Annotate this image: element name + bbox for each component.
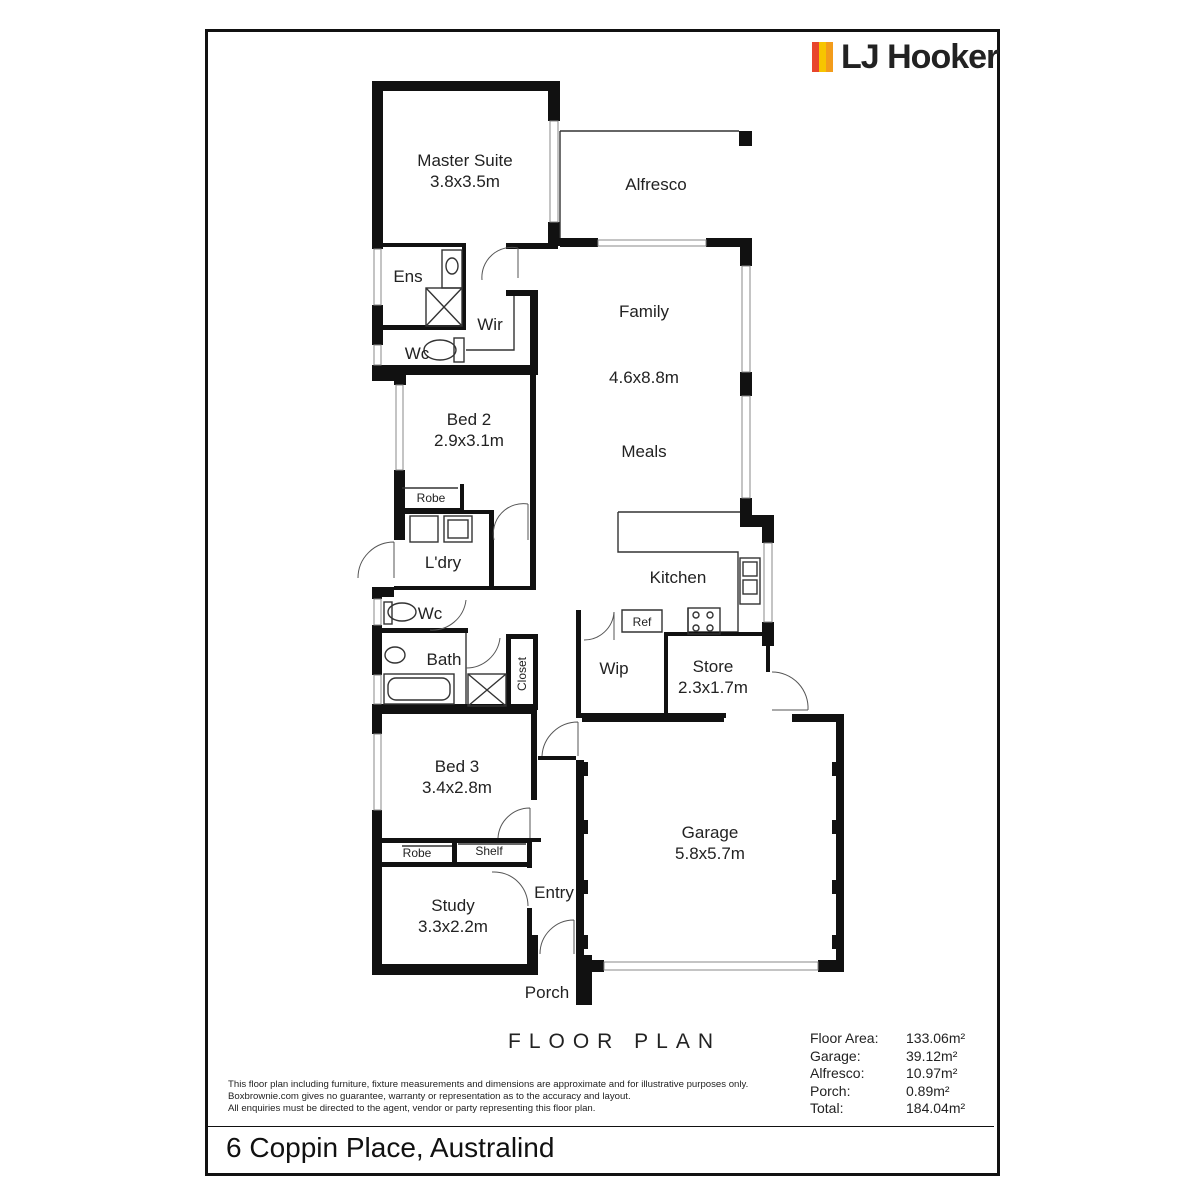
toilet-mid bbox=[387, 602, 417, 622]
bed2-label: Bed 2 bbox=[447, 410, 491, 429]
toilet-top bbox=[423, 339, 457, 361]
ref-label: Ref bbox=[633, 615, 652, 629]
washer bbox=[409, 515, 439, 543]
area-label: Alfresco: bbox=[810, 1065, 865, 1081]
bed3-size: 3.4x2.8m bbox=[422, 778, 492, 797]
laundry-label: L'dry bbox=[425, 553, 462, 572]
room-labels: Master Suite 3.8x3.5m Alfresco Ens Wir W… bbox=[393, 151, 748, 1002]
wc-mid-label: Wc bbox=[418, 604, 443, 623]
area-value: 133.06m² bbox=[906, 1030, 966, 1046]
disclaimer-line: Boxbrownie.com gives no guarantee, warra… bbox=[228, 1091, 631, 1102]
page-frame bbox=[205, 29, 1000, 1176]
bathtub bbox=[383, 673, 455, 705]
plan-title: FLOOR PLAN bbox=[508, 1030, 722, 1053]
shelf-label: Shelf bbox=[475, 844, 503, 858]
logo-bar-red bbox=[812, 42, 819, 72]
area-value: 10.97m² bbox=[906, 1065, 958, 1081]
robe-bottom-label: Robe bbox=[403, 846, 432, 860]
area-label: Total: bbox=[810, 1100, 844, 1116]
fixtures bbox=[383, 249, 761, 847]
wc-top-label: Wc bbox=[405, 344, 430, 363]
basin-bath bbox=[384, 646, 406, 664]
store-label: Store bbox=[693, 657, 734, 676]
area-label: Floor Area: bbox=[810, 1030, 879, 1046]
cooktop bbox=[687, 607, 721, 635]
bath-label: Bath bbox=[427, 650, 462, 669]
wip-label: Wip bbox=[599, 659, 628, 678]
closet-label: Closet bbox=[515, 656, 529, 691]
brand-logo: LJ Hooker bbox=[812, 37, 999, 76]
porch-label: Porch bbox=[525, 983, 569, 1002]
area-value: 184.04m² bbox=[906, 1100, 966, 1116]
meals-label: Meals bbox=[621, 442, 666, 461]
entry-label: Entry bbox=[534, 883, 574, 902]
area-row-porch: Porch: 0.89m² bbox=[810, 1083, 986, 1101]
store-size: 2.3x1.7m bbox=[678, 678, 748, 697]
area-value: 0.89m² bbox=[906, 1082, 950, 1099]
area-label: Garage: bbox=[810, 1047, 861, 1064]
family-label: Family bbox=[619, 302, 670, 321]
shower-ens bbox=[425, 287, 463, 327]
wir-label: Wir bbox=[477, 315, 503, 334]
bed3-label: Bed 3 bbox=[435, 757, 479, 776]
garage-size: 5.8x5.7m bbox=[675, 844, 745, 863]
master-suite-size: 3.8x3.5m bbox=[430, 172, 500, 191]
logo-bar-yellow bbox=[819, 42, 826, 72]
bed2-size: 2.9x3.1m bbox=[434, 431, 504, 450]
kitchen-label: Kitchen bbox=[650, 568, 707, 587]
area-row-garage: Garage: 39.12m² bbox=[810, 1048, 986, 1066]
brand-name: LJ Hooker bbox=[841, 37, 999, 76]
property-address: 6 Coppin Place, Australind bbox=[226, 1132, 555, 1163]
logo-bar-orange bbox=[826, 42, 833, 72]
area-value: 39.12m² bbox=[906, 1047, 958, 1064]
alfresco-label: Alfresco bbox=[625, 175, 686, 194]
study-size: 3.3x2.2m bbox=[418, 917, 488, 936]
disclaimer: This floor plan including furniture, fix… bbox=[228, 1079, 788, 1115]
ens-label: Ens bbox=[393, 267, 422, 286]
robe-top-label: Robe bbox=[417, 491, 446, 505]
laundry-tub bbox=[443, 515, 473, 543]
disclaimer-line: This floor plan including furniture, fix… bbox=[228, 1079, 749, 1090]
family-size: 4.6x8.8m bbox=[609, 368, 679, 387]
area-row-total: Total: 184.04m² bbox=[810, 1100, 986, 1118]
interior-walls bbox=[382, 130, 770, 938]
area-summary: Floor Area: 133.06m² Garage: 39.12m² Alf… bbox=[810, 1030, 986, 1118]
study-label: Study bbox=[431, 896, 475, 915]
kitchen-sink bbox=[739, 557, 761, 605]
area-row-floor: Floor Area: 133.06m² bbox=[810, 1030, 986, 1048]
master-suite-label: Master Suite bbox=[417, 151, 512, 170]
area-label: Porch: bbox=[810, 1082, 851, 1099]
shower-bath bbox=[467, 673, 507, 707]
footer-divider bbox=[208, 1126, 994, 1127]
disclaimer-line: All enquiries must be directed to the ag… bbox=[228, 1103, 596, 1114]
doors bbox=[357, 246, 809, 955]
vanity-ens bbox=[441, 249, 463, 289]
area-row-alfresco: Alfresco: 10.97m² bbox=[810, 1065, 986, 1083]
windows bbox=[373, 120, 819, 971]
garage-label: Garage bbox=[682, 823, 739, 842]
